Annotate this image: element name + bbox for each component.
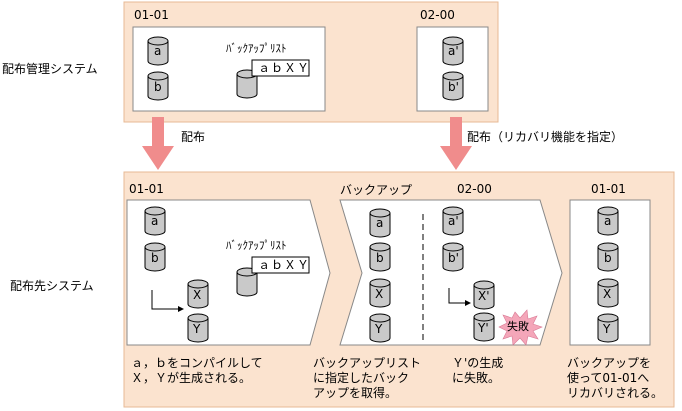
step2-drum-x-prime-label: X' xyxy=(478,289,490,303)
step1-backup-list-content: ａｂＸＹ xyxy=(258,258,311,272)
version-step1: 01-01 xyxy=(129,182,164,196)
step2-drum-a-label: a xyxy=(376,216,384,230)
step2-drum-b-prime-label: b' xyxy=(448,251,459,265)
drum-a-label: a xyxy=(154,44,162,58)
drum-a-prime-label: a' xyxy=(448,44,459,58)
step1-drum-x-label: X xyxy=(193,288,202,302)
top-system-label: 配布管理システム xyxy=(2,62,98,76)
step3-drum-b-label: b xyxy=(604,251,612,265)
step2-drum-y-label: Y xyxy=(375,322,383,336)
step3-drum-a-label: a xyxy=(604,214,612,228)
version-step2: 02-00 xyxy=(457,182,492,196)
step1-compile-arrow xyxy=(151,290,178,310)
step2-box xyxy=(339,199,563,346)
step2-caption: バックアップリスト に指定したバック アップを取得。 xyxy=(313,356,422,400)
version-top-left: 01-01 xyxy=(134,8,169,22)
arrow-distribute xyxy=(142,117,174,170)
step1-drum-y-label: Y xyxy=(193,322,201,336)
failure-badge-label: 失敗 xyxy=(507,320,529,333)
step2-title: バックアップ xyxy=(340,183,413,197)
version-step3: 01-01 xyxy=(591,182,626,196)
step2b-caption: Ｙ'の生成 に失敗。 xyxy=(452,356,504,385)
step2-compile-arrow xyxy=(448,288,465,304)
backup-list-label: ﾊﾞｯｸｱｯﾌﾟﾘｽﾄ xyxy=(226,42,287,55)
version-top-right: 02-00 xyxy=(420,8,455,22)
backup-list-box xyxy=(251,59,310,77)
step1-backup-list-label: ﾊﾞｯｸｱｯﾌﾟﾘｽﾄ xyxy=(226,239,287,252)
step1-drum-b-label: b xyxy=(151,251,159,265)
step2-drum-y-prime-label: Y' xyxy=(478,321,489,335)
backup-list-content: ａｂＸＹ xyxy=(258,61,311,75)
step2-drum-b-label: b xyxy=(376,251,384,265)
step3-drum-x-label: X xyxy=(603,287,612,301)
distribute-recovery-label: 配布（リカバリ機能を指定） xyxy=(467,130,624,144)
step3-caption: バックアップを 使って01-01へ リカバリされる。 xyxy=(567,356,664,400)
distribute-label: 配布 xyxy=(181,130,206,144)
drum-b-prime-label: b' xyxy=(448,80,459,94)
failure-burst xyxy=(498,309,543,346)
drum-b-label: b xyxy=(154,80,162,94)
step1-caption: ａ，ｂをコンパイルして Ｘ，Ｙが生成される。 xyxy=(131,356,263,385)
step1-backup-list-box xyxy=(251,256,310,274)
arrow-distribute-recovery xyxy=(440,117,472,170)
step1-drum-a-label: a xyxy=(151,214,159,228)
step2-drum-x-label: X xyxy=(375,287,384,301)
step2-drum-a-prime-label: a' xyxy=(448,214,459,228)
bottom-system-label: 配布先システム xyxy=(10,279,94,293)
step3-drum-y-label: Y xyxy=(603,322,611,336)
